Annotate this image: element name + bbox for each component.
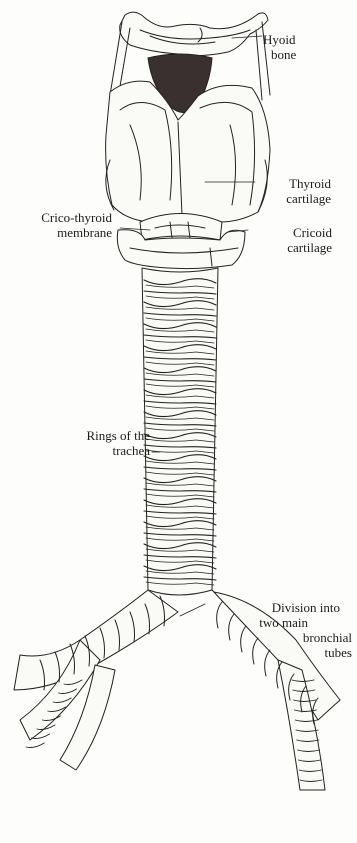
bronchus-ring: [26, 743, 44, 748]
label-hyoid-bone: Hyoid bone: [263, 32, 296, 62]
label-rings-of-trachea: Rings of the trachea: [0, 428, 150, 458]
label-hyoid-line2: bone: [271, 47, 296, 62]
label-cricoid-line1: Cricoid: [248, 225, 332, 240]
label-division-line4: tubes: [210, 645, 356, 660]
trachea-drawing: [142, 268, 218, 595]
label-division-line3: bronchial: [210, 630, 356, 645]
label-crico-line1: Crico-thyroid: [0, 210, 112, 225]
label-thyroid-cartilage: Thyroid cartilage: [255, 176, 331, 206]
label-division-line2: two main: [210, 615, 356, 630]
label-thyroid-line1: Thyroid: [255, 176, 331, 191]
label-rings-line2: trachea: [0, 443, 150, 458]
label-cricoid-cartilage: Cricoid cartilage: [248, 225, 332, 255]
label-thyroid-line2: cartilage: [255, 191, 331, 206]
label-hyoid-line1: Hyoid: [263, 32, 296, 47]
label-crico-thyroid-membrane: Crico-thyroid membrane: [0, 210, 112, 240]
label-division-line1: Division into: [210, 600, 356, 615]
label-cricoid-line2: cartilage: [248, 240, 332, 255]
label-crico-line2: membrane: [0, 225, 112, 240]
label-division-bronchial: Division into two main bronchial tubes: [210, 600, 356, 660]
crico-thyroid-membrane-drawing: [140, 214, 222, 241]
label-rings-line1: Rings of the: [0, 428, 150, 443]
